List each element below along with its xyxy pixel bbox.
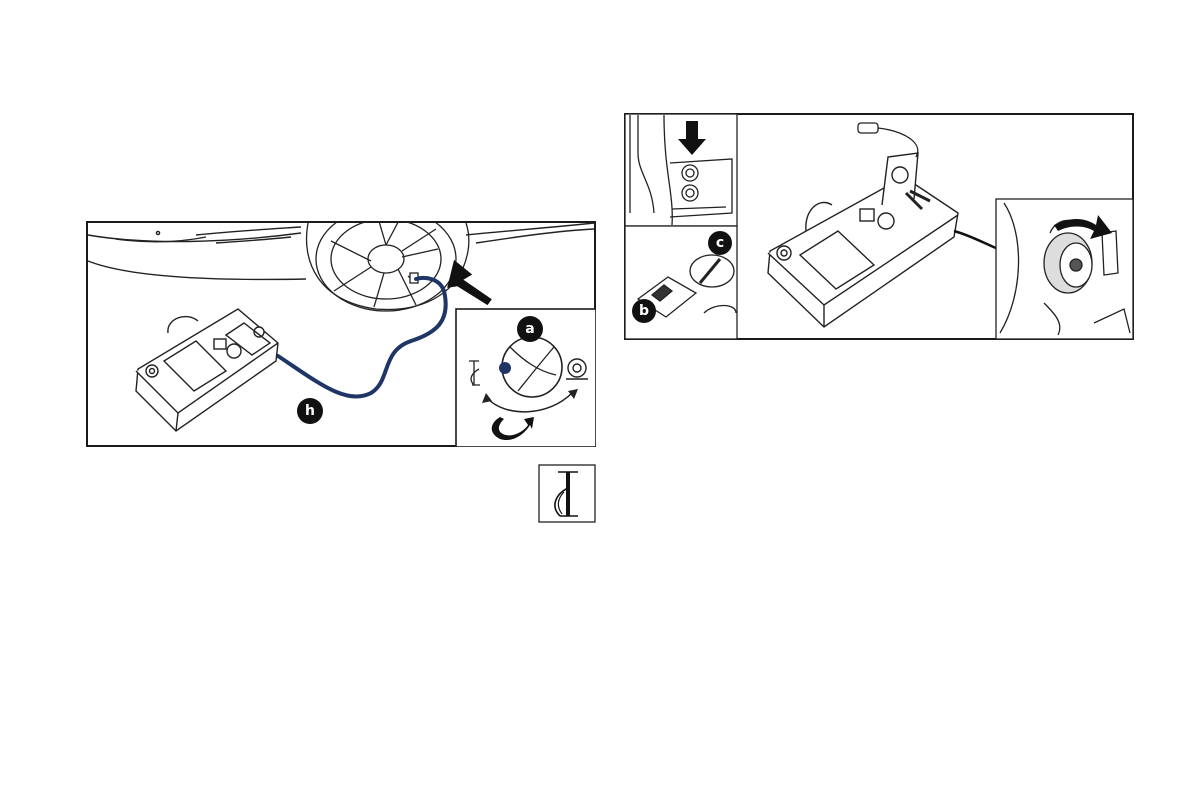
figure-sealant-kit-setup: c b (624, 113, 1134, 340)
svg-text:a: a (525, 321, 534, 337)
figure-compressor-inflation: h (86, 221, 596, 447)
svg-text:c: c (716, 235, 724, 251)
svg-text:b: b (639, 303, 649, 319)
callout-h: h (297, 398, 323, 424)
inset-selector-panel: a (456, 309, 596, 447)
svg-text:h: h (305, 403, 315, 419)
inset-socket-panel (625, 114, 737, 226)
callout-a: a (517, 316, 543, 342)
callout-b: b (632, 299, 656, 323)
pump-symbol-icon (538, 464, 596, 523)
callout-c: c (708, 231, 732, 255)
inset-lighter-socket (996, 199, 1133, 339)
